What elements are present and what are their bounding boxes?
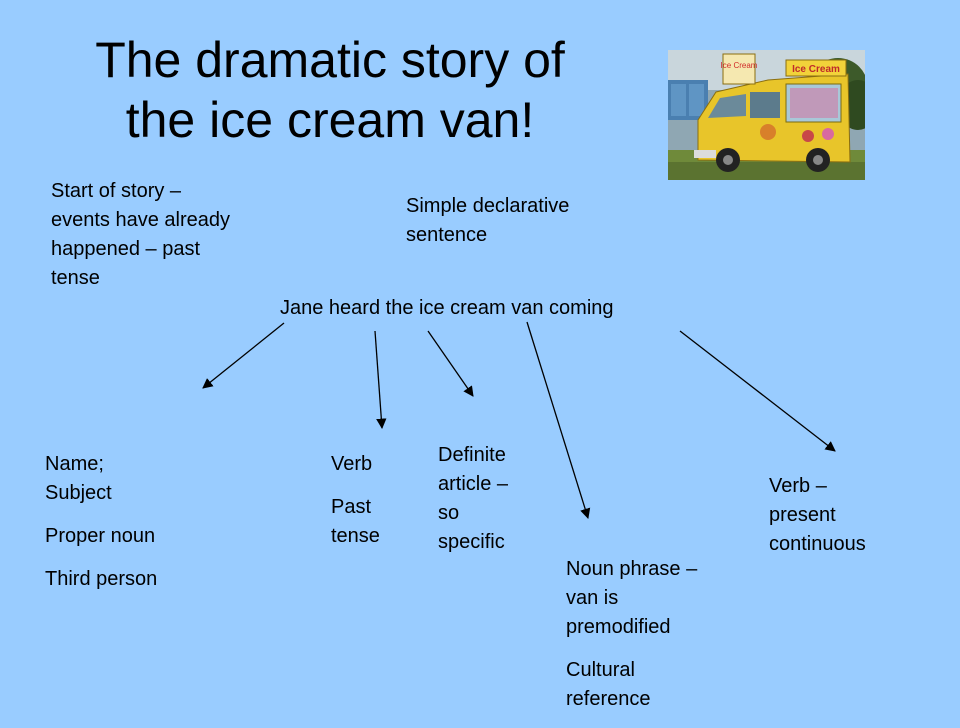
note-paragraph: Verb [331, 453, 373, 475]
arrow-to-name [202, 322, 285, 389]
note-line: events have already [51, 209, 231, 231]
van-side-sign: Ice Cream [792, 64, 840, 75]
note-paragraph: Cultural reference [566, 656, 697, 714]
note-line: Start of story – [51, 180, 182, 202]
arrow-to-verb [374, 330, 387, 430]
note-name-subject: Name; Subject Proper noun Third person [45, 450, 157, 608]
note-line: specific [438, 531, 505, 553]
example-sentence: Jane heard the ice cream van coming [280, 297, 614, 319]
note-line: so [438, 502, 460, 524]
note-line: Noun phrase – [566, 558, 698, 580]
note-line: reference [566, 688, 651, 710]
note-line: article – [438, 473, 509, 495]
note-paragraph: Proper noun [45, 525, 156, 547]
note-paragraph: Third person [45, 568, 158, 590]
note-line: Subject [45, 482, 112, 504]
ice-cream-van-photo: Ice Cream Ice Cream [668, 50, 865, 180]
van-front-sign: Ice Cream [721, 61, 758, 70]
note-start-of-story: Start of story – events have already hap… [51, 177, 230, 293]
note-verb-present: Verb – present continuous [769, 472, 866, 559]
title-line-2: the ice cream van! [125, 92, 535, 148]
arrow-to-noun-phrase [526, 321, 591, 519]
note-verb-past: Verb Past tense [331, 450, 380, 565]
note-simple-declarative: Simple declarative sentence [406, 192, 569, 250]
note-line: Cultural [566, 659, 635, 681]
note-line: Past [331, 496, 372, 518]
note-line: Definite [438, 444, 506, 466]
note-line: present [769, 504, 836, 526]
slide-title: The dramatic story of the ice cream van! [40, 30, 620, 150]
note-line: sentence [406, 224, 488, 246]
note-line: Name; [45, 453, 104, 475]
note-line: Verb – [769, 475, 827, 497]
note-line: tense [331, 525, 380, 547]
note-line: van is [566, 587, 619, 609]
note-line: Simple declarative [406, 195, 570, 217]
arrow-to-verb-present [679, 330, 836, 452]
note-line: continuous [769, 533, 866, 555]
note-line: tense [51, 267, 100, 289]
note-definite-article: Definite article – so specific [438, 441, 508, 557]
note-paragraph: Noun phrase – van is premodified [566, 555, 697, 642]
title-line-1: The dramatic story of [95, 32, 565, 88]
note-paragraph: Past tense [331, 493, 380, 551]
arrow-to-article [427, 330, 474, 397]
note-line: happened – past [51, 238, 201, 260]
note-noun-phrase: Noun phrase – van is premodified Cultura… [566, 555, 697, 728]
note-line: premodified [566, 616, 671, 638]
note-paragraph: Name; Subject [45, 450, 157, 508]
